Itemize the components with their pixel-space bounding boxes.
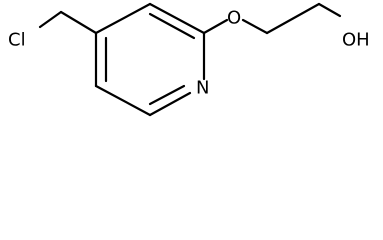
bond-ch2-ring [59,10,98,35]
bond-cl-ch2 [38,10,63,29]
chlorine-atom-label: Cl [8,30,26,51]
bond-ring-inner-n-c6 [148,84,186,106]
bond-ring-c4-c3 [94,2,152,35]
molecule-structure-diagram: Cl O N OH [8,2,370,117]
bond-ring-c6-c5 [94,84,152,117]
bond-ch2-ch2 [265,2,321,35]
hydroxyl-group-label: OH [342,30,370,51]
bond-c2-o [202,18,229,35]
bond-ring-inner-c3-c2 [148,12,196,40]
nitrogen-atom-label: N [196,78,209,99]
ether-oxygen-atom-label: O [227,8,241,29]
bond-ring-n-c6 [148,91,192,117]
bond-o-ch2 [241,18,269,35]
bond-ch2-oh [317,2,342,18]
bond-ring-c3-c2 [148,2,206,35]
